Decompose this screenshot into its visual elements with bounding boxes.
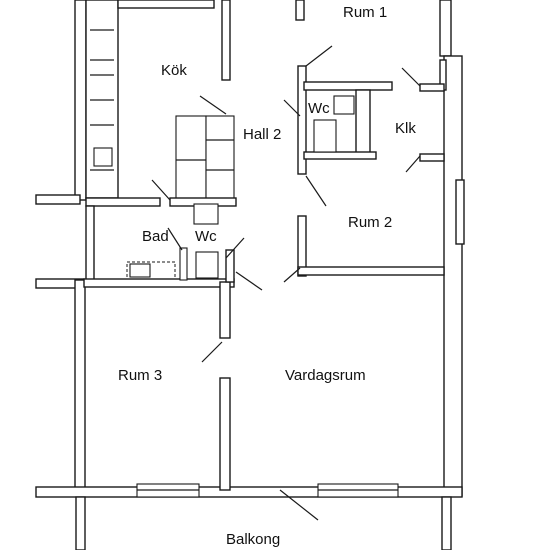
door-bad-top (151, 179, 171, 201)
door-swings (151, 45, 421, 363)
label-kok: Kök (161, 62, 187, 79)
room-labels: Rum 1 Kök Hall 2 Wc Klk Rum 2 Bad Wc Rum… (118, 4, 416, 548)
wall-rum1-top (295, 0, 305, 21)
wall-bottom (35, 486, 463, 498)
wall-right-main (443, 55, 463, 497)
exterior-walls (35, 0, 465, 498)
door-rum2 (305, 175, 327, 207)
door-hall-wc (283, 99, 301, 117)
label-rum3: Rum 3 (118, 367, 162, 384)
bath-fixture (129, 263, 151, 278)
hall-wardrobes (169, 115, 237, 225)
wc1-fixtures (313, 95, 355, 153)
wall-hall-right (297, 65, 307, 175)
wall-left-upper (74, 0, 87, 201)
label-bad: Bad (142, 228, 169, 245)
label-hall2: Hall 2 (243, 126, 281, 143)
wall-wc1-right (355, 89, 371, 157)
kitchen-top-wall (117, 0, 215, 9)
kitchen-right-wall (221, 0, 231, 81)
bathroom-fixtures (126, 247, 235, 283)
wardrobe-1 (175, 115, 207, 201)
wall-wc2-right (225, 249, 235, 283)
bathtub (126, 261, 176, 280)
balcony-door-swing (279, 489, 319, 521)
wall-rum3-lower (219, 377, 231, 491)
wall-rum1-klk (419, 83, 445, 92)
wall-rum1-bottom (303, 81, 393, 91)
label-rum1: Rum 1 (343, 4, 387, 21)
door-klk-top (401, 67, 421, 87)
wall-wc1-bottom (303, 151, 377, 160)
window-right-2 (455, 179, 465, 245)
wall-klk-bottom (419, 153, 445, 162)
label-vardagsrum: Vardagsrum (285, 367, 366, 384)
door-rum3 (201, 341, 223, 363)
door-rum1 (305, 45, 333, 67)
wall-rum3-upper (219, 281, 231, 339)
wall-left-notch-top (35, 194, 81, 205)
wall-rum2-bottom (297, 266, 445, 276)
door-vardagsrum-rum2 (283, 267, 301, 283)
door-klk (405, 155, 421, 173)
stove (93, 147, 113, 167)
label-rum2: Rum 2 (348, 214, 392, 231)
balcony-left-wall (75, 496, 86, 550)
wall-kitchen-bad (85, 197, 161, 207)
wc1-toilet (313, 119, 337, 153)
door-kitchen (199, 95, 227, 115)
interior-walls (83, 0, 445, 491)
wall-rum2-left (297, 215, 307, 277)
balcony-right-wall (441, 496, 452, 550)
door-bad (167, 227, 183, 251)
wall-bad-left (85, 205, 95, 281)
wardrobe-2 (205, 115, 235, 201)
wc2-toilet (195, 251, 219, 279)
wall-left-lower (74, 279, 86, 494)
wall-above-rum3 (83, 278, 235, 288)
balcony (75, 489, 452, 550)
door-hall-vardagsrum (235, 271, 263, 291)
label-klk: Klk (395, 120, 416, 137)
label-wc2: Wc (195, 228, 217, 245)
wc1-sink (333, 95, 355, 115)
label-wc1: Wc (308, 100, 330, 117)
wall-right-top (439, 0, 452, 57)
door-wc2 (225, 237, 245, 259)
wc2-toilet-top (193, 203, 219, 225)
wall-bad-wc (179, 247, 188, 281)
label-balkong: Balkong (226, 531, 280, 548)
